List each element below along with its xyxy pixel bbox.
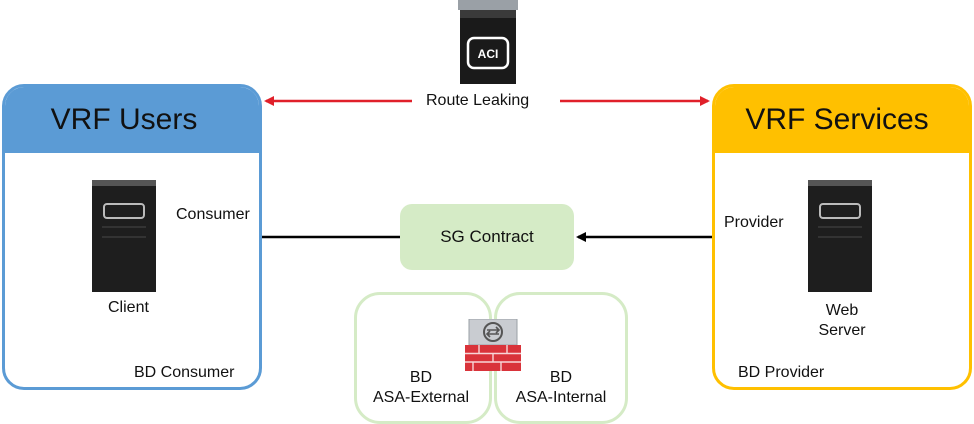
vrf-services-title: VRF Services: [715, 87, 969, 153]
consumer-label: Consumer: [176, 206, 250, 223]
vrf-users-title: VRF Users: [5, 87, 259, 153]
aci-icon-text: ACI: [478, 47, 499, 61]
web-server-label-line1: Web: [825, 302, 859, 319]
route-leaking-label: Route Leaking: [426, 92, 530, 109]
bd-asa-external-label: BD ASA-External: [362, 368, 480, 408]
sg-contract-label: SG Contract: [440, 227, 534, 246]
bd-asa-external-line1: BD: [409, 369, 433, 386]
bd-asa-external-line2: ASA-External: [372, 389, 470, 406]
sg-contract-box: SG Contract: [400, 204, 574, 270]
bd-asa-internal-label: BD ASA-Internal: [502, 368, 620, 408]
web-server-label: Web Server: [812, 301, 872, 341]
bd-provider-label: BD Provider: [738, 364, 825, 381]
web-server-icon: [808, 180, 872, 292]
client-server-icon: [92, 180, 156, 292]
bd-asa-internal-line1: BD: [549, 369, 573, 386]
web-server-label-line2: Server: [818, 322, 866, 339]
bd-asa-internal-line2: ASA-Internal: [515, 389, 607, 406]
aci-switch-icon: ACI: [458, 0, 518, 84]
bd-consumer-label: BD Consumer: [134, 364, 235, 381]
client-label: Client: [108, 299, 149, 316]
firewall-icon: [465, 319, 521, 371]
provider-label: Provider: [724, 214, 784, 231]
